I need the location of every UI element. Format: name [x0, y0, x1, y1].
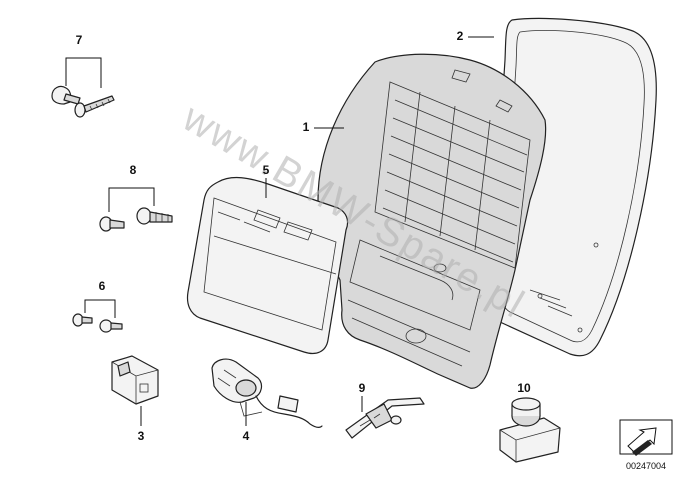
callout-group-10: 10 [517, 381, 531, 395]
callout-2: 2 [457, 29, 464, 43]
part-10-motor[interactable] [499, 397, 561, 463]
callout-4: 4 [243, 429, 250, 443]
callout-group-9: 9 [359, 381, 366, 412]
callout-group-3: 3 [138, 406, 145, 443]
part-3-connector[interactable] [111, 355, 159, 405]
callout-group-1: 1 [303, 120, 344, 134]
part-8-bolts[interactable] [99, 207, 173, 232]
callout-9: 9 [359, 381, 366, 395]
callout-6: 6 [99, 279, 106, 293]
callout-group-4: 4 [243, 402, 250, 443]
document-id: 00247004 [626, 461, 666, 471]
callout-group-7: 7 [65, 33, 102, 88]
callout-1: 1 [303, 120, 310, 134]
callout-group-2: 2 [457, 29, 494, 43]
part-9-bracket[interactable] [345, 397, 425, 439]
part-5-back-panel[interactable] [186, 176, 349, 355]
callout-group-5: 5 [263, 163, 270, 198]
callout-3: 3 [138, 429, 145, 443]
part-4-actuator-cable[interactable] [211, 358, 323, 428]
callout-group-6: 6 [84, 279, 116, 318]
callout-5: 5 [263, 163, 270, 177]
part-7-rivet-and-screw[interactable] [51, 85, 115, 118]
part-6-small-bolts[interactable] [72, 313, 123, 333]
callout-7: 7 [76, 33, 83, 47]
direction-arrow-icon [619, 419, 673, 456]
callout-10: 10 [517, 381, 531, 395]
callout-8: 8 [130, 163, 137, 177]
callout-group-8: 8 [108, 163, 155, 212]
part-1-backrest-frame[interactable] [317, 53, 547, 389]
